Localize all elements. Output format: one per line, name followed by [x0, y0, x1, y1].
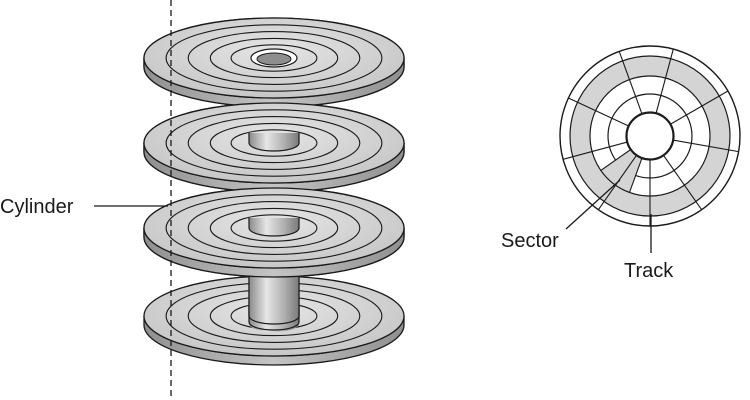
spindle-hub: [249, 306, 299, 316]
spindle-base: [248, 315, 300, 325]
platter-hub-bottom: [248, 306, 300, 325]
sector-line: [568, 97, 629, 127]
sector-line: [663, 155, 703, 211]
spindle-hub: [249, 218, 299, 228]
track-ring: [209, 37, 339, 79]
track-ring: [230, 129, 318, 157]
sector-line: [562, 141, 627, 160]
track-ring: [209, 207, 339, 249]
track-ring: [230, 44, 318, 72]
track-ring: [187, 31, 361, 85]
track-ring: [165, 109, 383, 177]
track-ring: [209, 122, 339, 164]
track-ring: [187, 201, 361, 255]
spindle-hub: [249, 133, 299, 143]
platter-overlay: [143, 102, 405, 193]
sector-line: [655, 48, 674, 113]
spindle-base: [248, 227, 300, 237]
spindle-base: [248, 321, 300, 331]
sector-line: [618, 51, 643, 114]
sector-line: [670, 90, 729, 125]
cylinder-label: Cylinder: [0, 196, 74, 218]
track-ring: [230, 214, 318, 242]
center-hole: [626, 112, 674, 160]
platter-overlay: [143, 17, 405, 108]
spindle-hole-inner: [256, 52, 292, 66]
platter-stack: [143, 17, 405, 366]
track-label: Track: [624, 260, 674, 282]
track-ring: [165, 194, 383, 262]
platter-overlay: [143, 187, 405, 278]
sector-leader-line: [565, 179, 621, 230]
sector-line: [673, 139, 739, 153]
track-ring: [165, 24, 383, 92]
spindle-base: [248, 142, 300, 152]
sector-highlight: [600, 149, 643, 194]
track-ring: [187, 116, 361, 170]
disk-top-view: [559, 45, 741, 227]
sector-label: Sector: [501, 230, 559, 252]
